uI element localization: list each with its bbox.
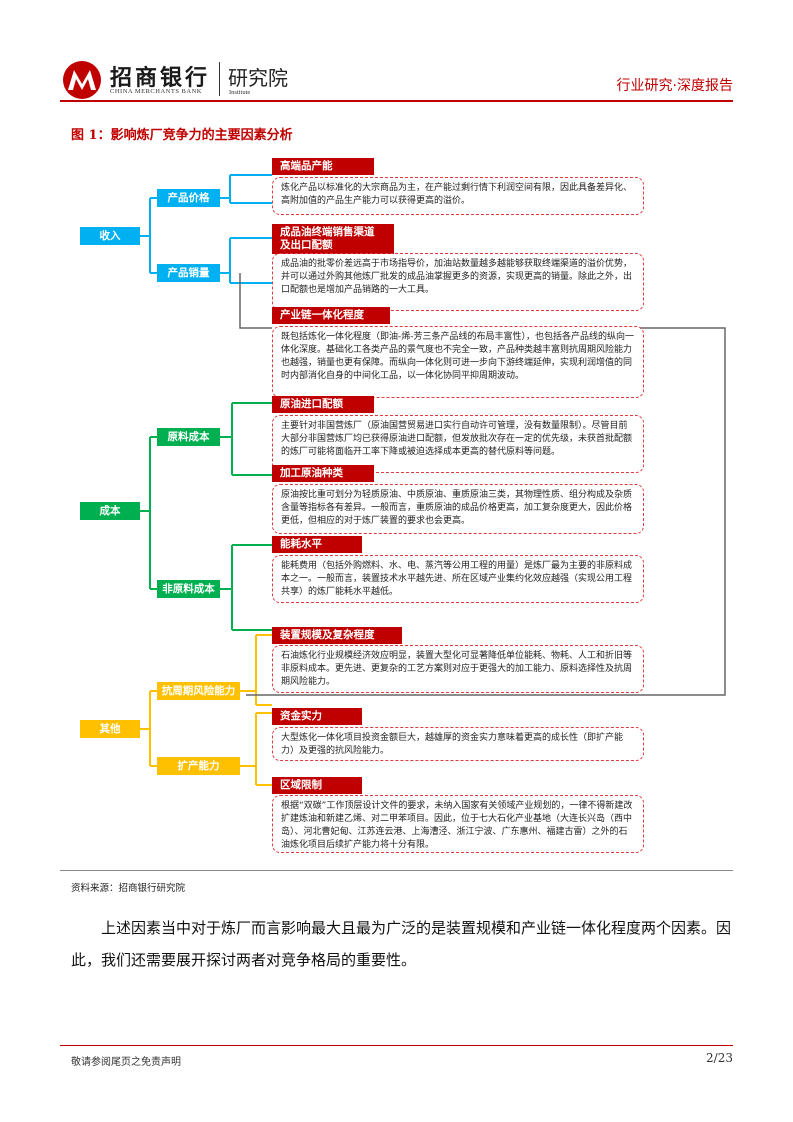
factor-description: 炼化产品以标准化的大宗商品为主，在产能过剩行情下利润空间有限，因此具备差异化、高…: [272, 177, 644, 215]
factor-title: 原油进口配额: [272, 396, 374, 413]
subcategory-expansion: 扩产能力: [157, 757, 240, 775]
footer-divider: [60, 1045, 733, 1046]
factor-title: 区域限制: [272, 777, 362, 794]
cmb-logo-icon: [63, 61, 101, 99]
factor-title: 高端品产能: [272, 158, 374, 175]
subcategory-cycle-risk: 抗周期风险能力: [157, 682, 240, 700]
figure-source: 资料来源：招商银行研究院: [71, 883, 186, 894]
factor-description: 原油按比重可划分为轻质原油、中质原油、重质原油三类，其物理性质、组分构成及杂质含…: [272, 484, 644, 534]
category-other: 其他: [80, 720, 140, 738]
factor-description: 能耗费用（包括外购燃料、水、电、蒸汽等公用工程的用量）是炼厂最为主要的非原料成本…: [272, 555, 644, 603]
factor-title: 加工原油种类: [272, 465, 374, 482]
subcategory-sales: 产品销量: [157, 264, 220, 282]
header-divider: [60, 100, 733, 102]
factor-title: 能耗水平: [272, 536, 362, 553]
factor-description: 根据“双碳”工作顶层设计文件的要求，未纳入国家有关领域产业规划的，一律不得新建改…: [272, 795, 644, 853]
factor-title: 成品油终端销售渠道及出口配额: [272, 224, 394, 254]
factor-description: 石油炼化行业规模经济效应明显，装置大型化可显著降低单位能耗、物耗、人工和折旧等非…: [272, 645, 644, 693]
body-paragraph: 上述因素当中对于炼厂而言影响最大且最为广泛的是装置规模和产业链一体化程度两个因素…: [71, 919, 732, 969]
factor-title: 装置规模及复杂程度: [272, 627, 402, 644]
category-cost: 成本: [80, 502, 140, 520]
factor-description: 大型炼化一体化项目投资金额巨大，越雄厚的资金实力意味着更高的成长性（即扩产能力）…: [272, 727, 644, 761]
page-number: 2/23: [706, 1051, 733, 1065]
subcategory-price: 产品价格: [157, 189, 220, 207]
factor-diagram: 收入 成本 其他 产品价格 产品销量 原料成本 非原料成本 抗周期风险能力 扩产…: [60, 145, 733, 865]
figure-title: 图 1：影响炼厂竞争力的主要因素分析: [71, 128, 293, 143]
source-divider: [60, 870, 733, 871]
factor-description: 既包括炼化一体化程度（即油-烯-芳三条产品线的布局丰富性），也包括各产品线的纵向…: [272, 326, 644, 398]
bank-name-en: CHINA MERCHANTS BANK: [110, 88, 202, 95]
bank-name-cn: 招商银行: [110, 65, 211, 91]
logo-divider: [219, 62, 220, 96]
category-income: 收入: [80, 227, 140, 245]
diagram-connectors: [140, 174, 726, 786]
factor-title: 产业链一体化程度: [272, 307, 390, 324]
institute-name-cn: 研究院: [228, 66, 288, 90]
subcategory-nonraw-cost: 非原料成本: [157, 580, 220, 598]
footer-disclaimer: 敬请参阅尾页之免责声明: [71, 1057, 181, 1068]
factor-title: 资金实力: [272, 708, 362, 725]
institute-name-en: Institute: [229, 89, 251, 96]
factor-description: 主要针对非国营炼厂（原油国营贸易进口实行自动许可管理，没有数量限制）。尽管目前大…: [272, 415, 644, 473]
factor-description: 成品油的批零价差远高于市场指导价，加油站数量越多越能够获取终端渠道的溢价优势，并…: [272, 253, 644, 311]
report-type: 行业研究·深度报告: [616, 78, 733, 94]
subcategory-raw-cost: 原料成本: [157, 428, 220, 446]
